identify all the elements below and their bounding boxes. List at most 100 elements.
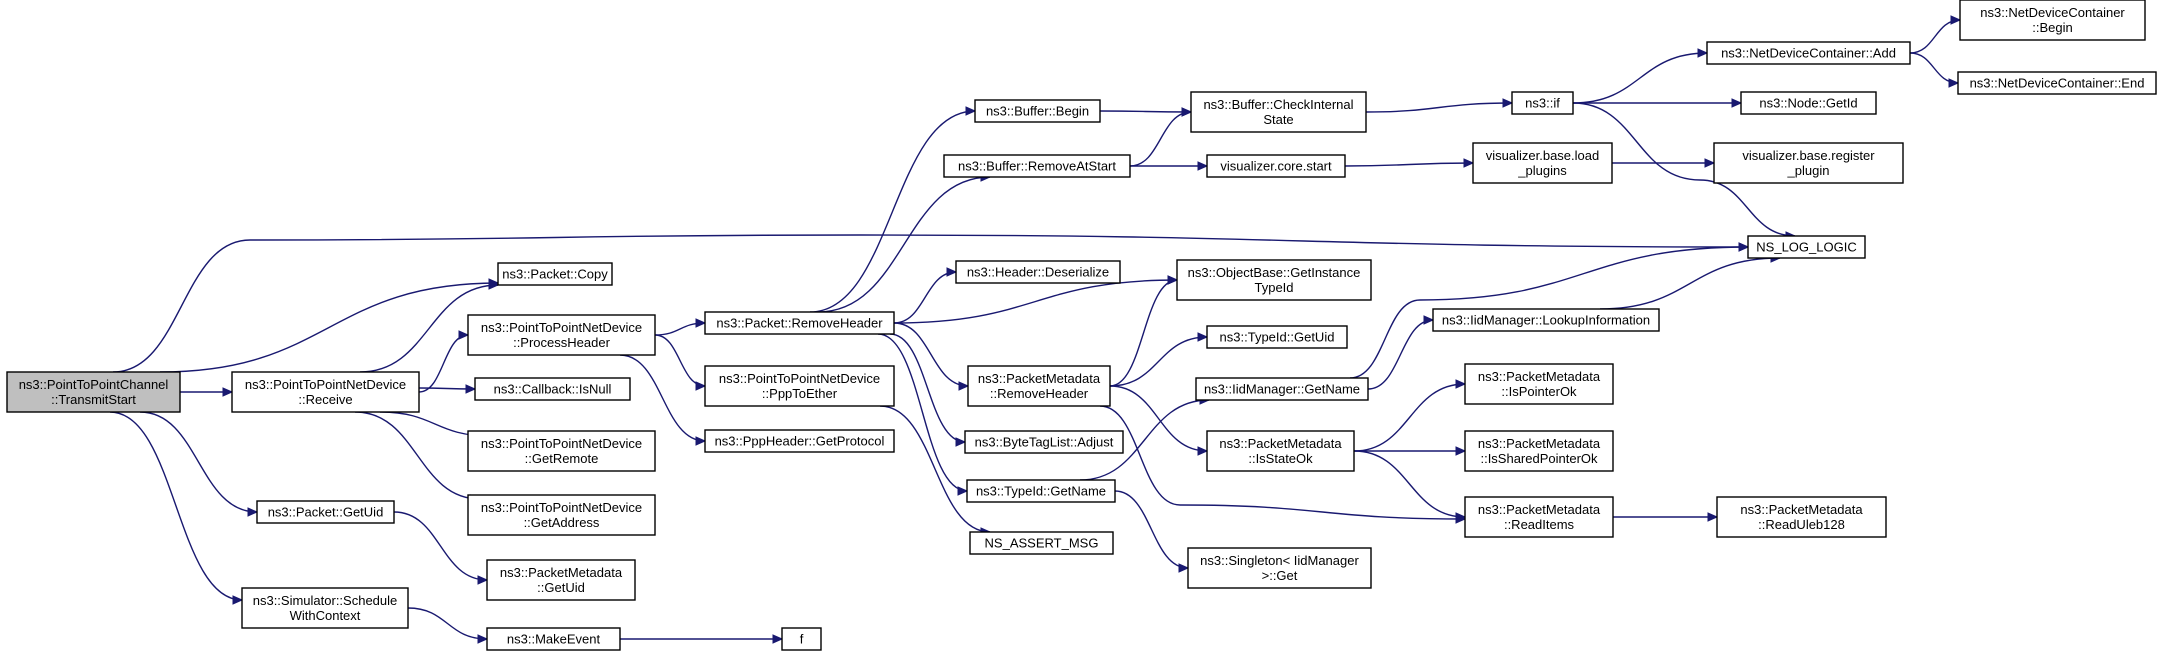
- node-pm_getuid[interactable]: ns3::PacketMetadata::GetUid: [486, 559, 636, 601]
- node-pm_getuid-box[interactable]: [486, 559, 636, 601]
- node-ispointerok-box[interactable]: [1464, 363, 1614, 405]
- node-ndc_end[interactable]: ns3::NetDeviceContainer::End: [1957, 71, 2157, 95]
- node-isstateok-label-0: ns3::PacketMetadata: [1219, 436, 1342, 451]
- node-getinstance-box[interactable]: [1176, 259, 1372, 301]
- node-copy[interactable]: ns3::Packet::Copy: [497, 262, 613, 286]
- node-singleton-box[interactable]: [1187, 547, 1372, 589]
- node-processheader-box[interactable]: [467, 314, 656, 356]
- node-adjust[interactable]: ns3::ByteTagList::Adjust: [964, 430, 1124, 454]
- node-processheader[interactable]: ns3::PointToPointNetDevice::ProcessHeade…: [467, 314, 656, 356]
- node-node_getid[interactable]: ns3::Node::GetId: [1740, 91, 1877, 115]
- node-checkinternal-box[interactable]: [1190, 91, 1367, 133]
- node-getaddress-box[interactable]: [467, 494, 656, 536]
- node-load_plugins-box[interactable]: [1472, 142, 1613, 184]
- node-removeatstart-box[interactable]: [943, 154, 1131, 178]
- node-removeatstart[interactable]: ns3::Buffer::RemoveAtStart: [943, 154, 1131, 178]
- node-deserialize-box[interactable]: [955, 260, 1121, 284]
- node-readitems-box[interactable]: [1464, 496, 1614, 538]
- node-pptoether-box[interactable]: [704, 365, 895, 407]
- node-ns_log_logic-box[interactable]: [1747, 235, 1866, 259]
- node-vis_start-box[interactable]: [1206, 154, 1346, 178]
- node-deserialize[interactable]: ns3::Header::Deserialize: [955, 260, 1121, 284]
- node-ns_log_logic[interactable]: NS_LOG_LOGIC: [1747, 235, 1866, 259]
- node-removeheader-box[interactable]: [704, 311, 895, 335]
- node-readuleb[interactable]: ns3::PacketMetadata::ReadUleb128: [1716, 496, 1887, 538]
- node-isstateok-box[interactable]: [1206, 430, 1355, 472]
- node-readitems[interactable]: ns3::PacketMetadata::ReadItems: [1464, 496, 1614, 538]
- node-issharedpointerok-box[interactable]: [1464, 430, 1614, 472]
- edge-root-to-receive-arrowhead: [222, 387, 234, 397]
- node-f-box[interactable]: [781, 627, 822, 651]
- node-ndc_begin[interactable]: ns3::NetDeviceContainer::Begin: [1959, 0, 2146, 41]
- node-pm_removeheader[interactable]: ns3::PacketMetadata::RemoveHeader: [967, 365, 1111, 407]
- node-issharedpointerok-label-1: ::IsSharedPointerOk: [1480, 451, 1598, 466]
- node-assert-box[interactable]: [969, 531, 1114, 555]
- node-ndc_begin-box[interactable]: [1959, 0, 2146, 41]
- node-getaddress[interactable]: ns3::PointToPointNetDevice::GetAddress: [467, 494, 656, 536]
- node-pm_removeheader-box[interactable]: [967, 365, 1111, 407]
- node-if[interactable]: ns3::if: [1511, 91, 1574, 115]
- node-typeid_getname-label-0: ns3::TypeId::GetName: [976, 484, 1106, 499]
- node-isnull[interactable]: ns3::Callback::IsNull: [474, 377, 631, 401]
- node-getprotocol[interactable]: ns3::PppHeader::GetProtocol: [704, 429, 895, 453]
- node-assert[interactable]: NS_ASSERT_MSG: [969, 531, 1114, 555]
- node-isstateok-label-1: ::IsStateOk: [1248, 451, 1313, 466]
- node-root[interactable]: ns3::PointToPointChannel::TransmitStart: [6, 371, 181, 413]
- node-root-box[interactable]: [6, 371, 181, 413]
- node-ispointerok[interactable]: ns3::PacketMetadata::IsPointerOk: [1464, 363, 1614, 405]
- node-singleton[interactable]: ns3::Singleton< IidManager>::Get: [1187, 547, 1372, 589]
- node-ndc_add[interactable]: ns3::NetDeviceContainer::Add: [1706, 41, 1911, 65]
- node-isnull-box[interactable]: [474, 377, 631, 401]
- node-ndc_add-label-0: ns3::NetDeviceContainer::Add: [1721, 46, 1896, 61]
- edge-checkinternal-to-if-arrowhead: [1502, 98, 1514, 108]
- edge-getuid_pkt-to-pm_getuid-arrowhead: [477, 575, 489, 585]
- node-ndc_end-box[interactable]: [1957, 71, 2157, 95]
- node-removeheader-label-0: ns3::Packet::RemoveHeader: [716, 316, 883, 331]
- node-isstateok[interactable]: ns3::PacketMetadata::IsStateOk: [1206, 430, 1355, 472]
- node-readuleb-box[interactable]: [1716, 496, 1887, 538]
- node-f[interactable]: f: [781, 627, 822, 651]
- node-receive-box[interactable]: [231, 371, 420, 413]
- node-vis_start[interactable]: visualizer.core.start: [1206, 154, 1346, 178]
- node-getuid_pkt[interactable]: ns3::Packet::GetUid: [256, 500, 395, 524]
- node-issharedpointerok[interactable]: ns3::PacketMetadata::IsSharedPointerOk: [1464, 430, 1614, 472]
- edge-checkinternal-to-if: [1365, 102, 1513, 113]
- node-typeid_getuid-box[interactable]: [1206, 325, 1348, 349]
- edge-pptoether-to-assert: [879, 405, 991, 533]
- edge-if-to-ndc_add: [1572, 52, 1708, 104]
- node-iid_getname-box[interactable]: [1195, 377, 1369, 401]
- node-register_plugin[interactable]: visualizer.base.register_plugin: [1713, 142, 1904, 184]
- node-load_plugins[interactable]: visualizer.base.load_plugins: [1472, 142, 1613, 184]
- node-getremote-box[interactable]: [467, 430, 656, 472]
- node-pptoether[interactable]: ns3::PointToPointNetDevice::PppToEther: [704, 365, 895, 407]
- node-iid_getname[interactable]: ns3::IidManager::GetName: [1195, 377, 1369, 401]
- node-copy-box[interactable]: [497, 262, 613, 286]
- node-adjust-box[interactable]: [964, 430, 1124, 454]
- node-getremote[interactable]: ns3::PointToPointNetDevice::GetRemote: [467, 430, 656, 472]
- node-schedule-box[interactable]: [241, 587, 409, 629]
- node-getuid_pkt-box[interactable]: [256, 500, 395, 524]
- node-makeevent-box[interactable]: [486, 627, 621, 651]
- node-schedule-label-1: WithContext: [290, 608, 361, 623]
- edge-getuid_pkt-to-pm_getuid: [393, 511, 488, 581]
- node-getprotocol-box[interactable]: [704, 429, 895, 453]
- node-buf_begin-box[interactable]: [974, 99, 1101, 123]
- node-receive[interactable]: ns3::PointToPointNetDevice::Receive: [231, 371, 420, 413]
- node-if-box[interactable]: [1511, 91, 1574, 115]
- node-ndc_add-box[interactable]: [1706, 41, 1911, 65]
- node-makeevent[interactable]: ns3::MakeEvent: [486, 627, 621, 651]
- node-typeid_getname[interactable]: ns3::TypeId::GetName: [966, 479, 1116, 503]
- node-node_getid-box[interactable]: [1740, 91, 1877, 115]
- node-buf_begin[interactable]: ns3::Buffer::Begin: [974, 99, 1101, 123]
- node-register_plugin-box[interactable]: [1713, 142, 1904, 184]
- node-lookup-box[interactable]: [1432, 308, 1660, 332]
- node-removeheader[interactable]: ns3::Packet::RemoveHeader: [704, 311, 895, 335]
- node-root-label-0: ns3::PointToPointChannel: [19, 377, 169, 392]
- node-lookup[interactable]: ns3::IidManager::LookupInformation: [1432, 308, 1660, 332]
- node-typeid_getname-box[interactable]: [966, 479, 1116, 503]
- node-typeid_getuid[interactable]: ns3::TypeId::GetUid: [1206, 325, 1348, 349]
